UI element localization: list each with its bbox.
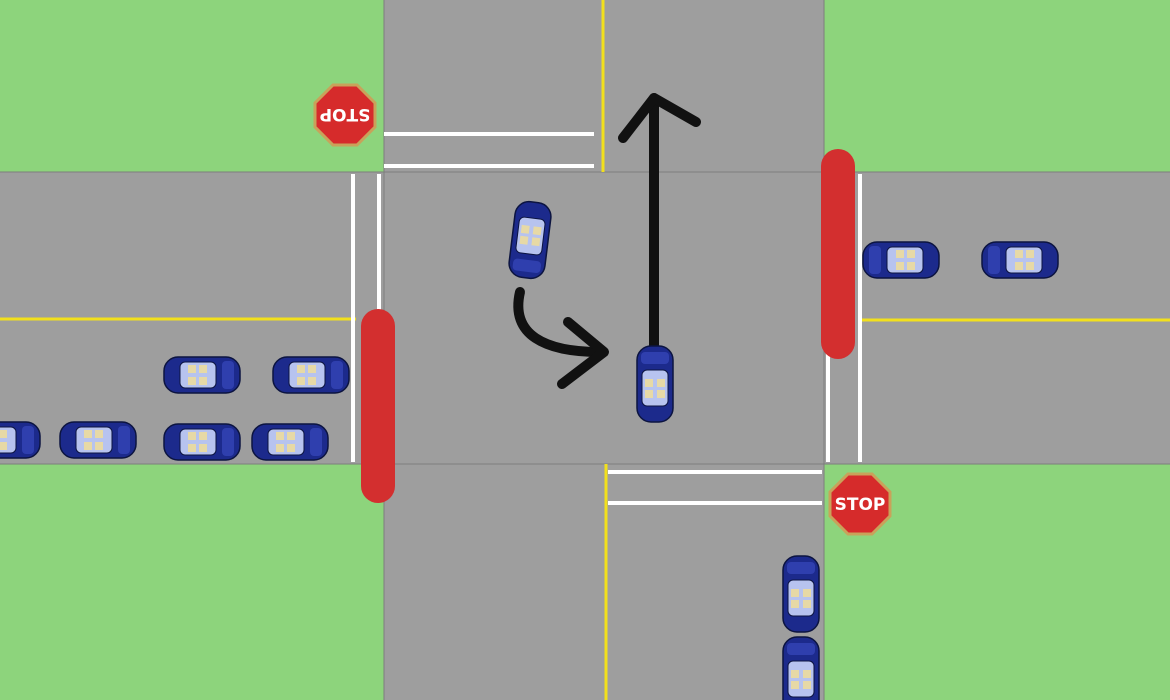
grass-nw	[0, 0, 384, 172]
car-icon	[272, 356, 350, 394]
stop-sign-icon	[313, 83, 377, 147]
car-icon	[59, 421, 137, 459]
car-icon	[782, 555, 820, 633]
car-icon	[0, 421, 41, 459]
car-icon	[163, 423, 241, 461]
car-icon	[981, 241, 1059, 279]
stop-sign-nw-text: STOP	[320, 104, 371, 124]
car-icon	[782, 636, 820, 700]
stop-sign-nw: STOP	[313, 83, 377, 147]
arrow-curve-icon	[513, 287, 609, 389]
car-icon	[251, 423, 329, 461]
arrow-straight-icon	[618, 93, 701, 351]
car-icon	[862, 241, 940, 279]
grass-sw	[0, 464, 384, 700]
stop-sign-se-text: STOP	[835, 495, 886, 515]
stop-sign-se: STOP	[828, 472, 892, 536]
grass-ne	[824, 0, 1170, 172]
car-icon	[636, 345, 674, 423]
stop-lines	[351, 132, 862, 505]
stop-sign-icon	[828, 472, 892, 536]
car-icon	[163, 356, 241, 394]
